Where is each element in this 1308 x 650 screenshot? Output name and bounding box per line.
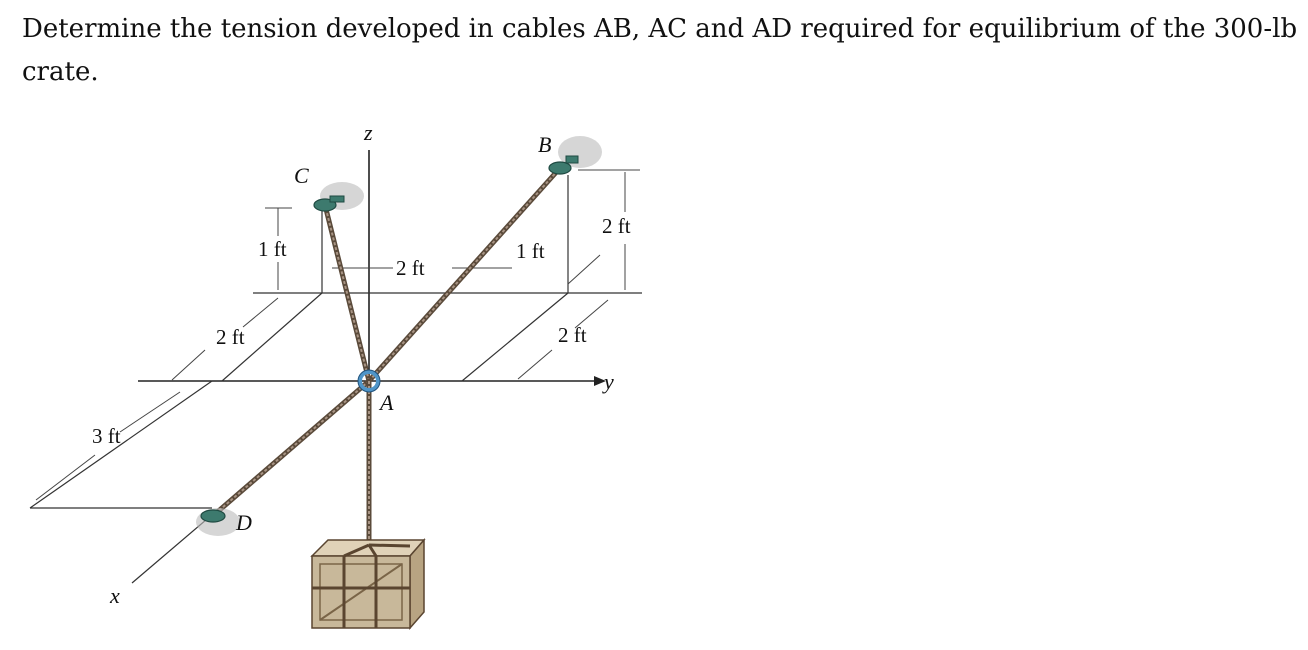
b-y-dimension-line [574,299,609,329]
ring-a [357,369,381,393]
eyebolt-d-icon [200,509,226,523]
dim-b-x-offset: 1 ft [516,239,545,263]
axis-label-x: x [109,583,120,608]
d-x-dimension-top [119,391,181,433]
crate [310,538,426,630]
point-label-b: B [538,132,551,157]
dim-b-y-offset: 2 ft [558,323,587,347]
d-projection-line [29,380,213,509]
ring-a-outline [357,369,381,393]
crate-brace [319,563,403,621]
b-x-dimension-diag [567,254,601,285]
crate-front [311,555,411,629]
reference-lines [29,150,642,584]
y-axis-arrow-icon [594,376,606,386]
crate-sling-right [367,544,378,557]
axis-label-y: y [602,369,614,394]
anchor-b [548,136,602,175]
eyebolt-b-shank [565,155,579,164]
cable-ac-strand [324,204,370,382]
eyebolt-c-shank [329,195,345,203]
anchor-c [313,182,364,212]
crate-side [409,538,425,630]
b-projection-line [461,292,569,382]
axis-label-z: z [363,120,373,145]
cable-ad-strand [214,380,370,515]
dim-c-height: 1 ft [258,237,287,261]
dim-d-x-offset: 3 ft [92,424,121,448]
anchor-d [196,508,240,536]
cable-ab-strand [368,167,561,382]
dim-c-y-offset: 2 ft [396,256,425,280]
c-projection-line [221,292,323,382]
point-label-a: A [378,390,394,415]
ring-a-icon [358,370,380,392]
labels: z y x C B A D 1 ft 2 ft 2 ft 1 ft 2 ft 2… [92,120,631,608]
cables [212,165,563,548]
point-label-c: C [294,163,309,188]
point-label-d: D [235,510,252,535]
dim-c-x-offset: 2 ft [216,325,245,349]
eyebolt-b-icon [548,161,572,175]
d-x-dimension-bottom [35,454,96,501]
crate-sling-back [368,543,411,548]
crate-front-frame [319,563,403,621]
dim-b-height: 2 ft [602,214,631,238]
c-x-dimension-line [242,297,279,328]
crate-top [310,539,426,557]
problem-statement: Determine the tension developed in cable… [22,14,1298,87]
crate-sling-left [343,543,370,558]
b-y-dimension-line-lower [517,349,553,380]
c-x-dimension-line-lower [171,349,206,381]
